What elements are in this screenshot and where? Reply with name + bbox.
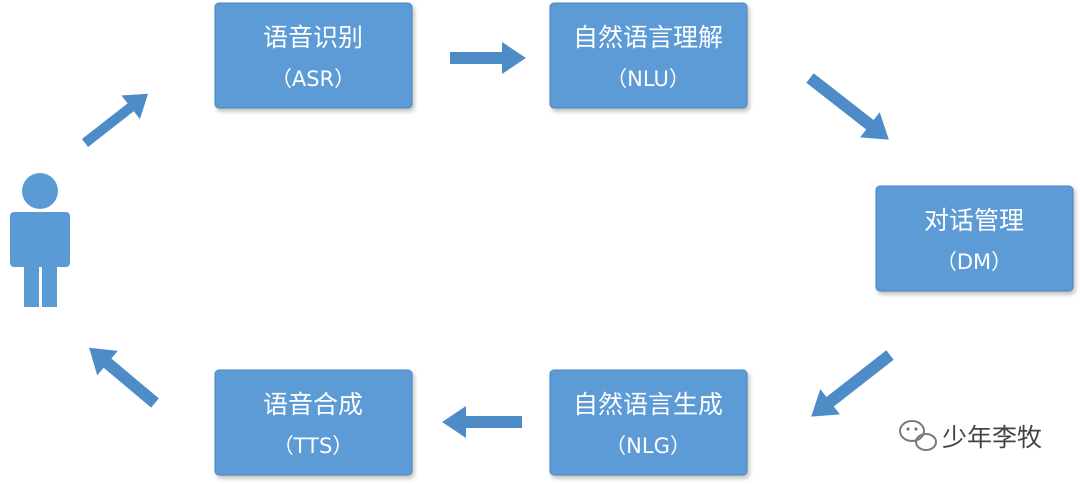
node-nlg: 自然语言生成 （NLG） <box>549 369 748 476</box>
node-asr: 语音识别 （ASR） <box>214 2 413 109</box>
arrow-nlg-to-tts <box>442 406 522 438</box>
wechat-icon <box>899 420 937 451</box>
arrow-tts-to-person <box>89 347 159 408</box>
node-tts: 语音合成 （TTS） <box>214 369 413 476</box>
person-icon <box>10 173 70 307</box>
arrow-nlu-to-dm <box>806 73 889 140</box>
node-dm: 对话管理 （DM） <box>875 185 1074 292</box>
arrow-dm-to-nlg <box>811 350 894 417</box>
node-asr-abbr: （ASR） <box>271 67 355 91</box>
node-tts-label: 语音合成 <box>263 390 363 419</box>
node-dm-abbr: （DM） <box>936 250 1012 274</box>
node-tts-abbr: （TTS） <box>273 434 354 458</box>
node-nlu-label: 自然语言理解 <box>573 23 723 52</box>
node-nlu-abbr: （NLU） <box>606 67 690 91</box>
watermark-text: 少年李牧 <box>942 423 1042 452</box>
watermark: 少年李牧 <box>899 420 1042 452</box>
node-dm-label: 对话管理 <box>924 206 1024 235</box>
arrow-asr-to-nlu <box>450 42 526 74</box>
arrow-person-to-asr <box>81 93 149 147</box>
node-nlu: 自然语言理解 （NLU） <box>549 2 748 109</box>
node-nlg-abbr: （NLG） <box>605 434 691 458</box>
node-nlg-label: 自然语言生成 <box>573 390 723 419</box>
node-asr-label: 语音识别 <box>263 23 363 52</box>
